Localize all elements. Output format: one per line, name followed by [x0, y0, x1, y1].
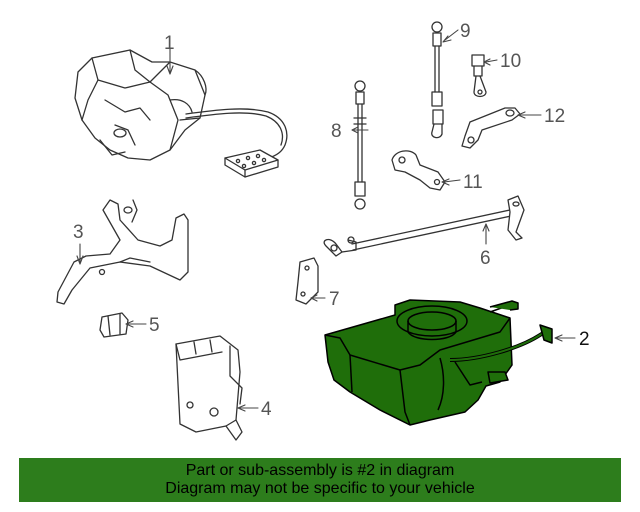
callout-9: 9: [460, 21, 471, 42]
leader-lines: [76, 29, 576, 412]
info-banner: Part or sub-assembly is #2 in diagram Di…: [19, 458, 621, 502]
callout-12: 12: [544, 106, 565, 127]
part-7-bracket: [295, 257, 319, 305]
callout-4: 4: [261, 399, 272, 420]
callout-5: 5: [149, 315, 160, 336]
callout-6: 6: [480, 248, 491, 269]
part-1-actuator: [74, 49, 288, 178]
callout-11: 11: [463, 172, 483, 193]
part-12-sensor-arm: [461, 107, 521, 149]
part-9-link-rod: [431, 21, 444, 139]
part-10-link: [471, 54, 487, 98]
part-4-module: [175, 335, 243, 441]
part-8-link-rod: [353, 80, 367, 210]
banner-line-2: Diagram may not be specific to your vehi…: [165, 480, 475, 497]
callout-7: 7: [329, 289, 340, 310]
part-11-bracket: [391, 150, 446, 191]
callout-10: 10: [500, 51, 521, 72]
banner-line-1: Part or sub-assembly is #2 in diagram: [185, 462, 455, 479]
part-5-clip: [99, 312, 129, 338]
callout-2: 2: [579, 329, 590, 350]
callout-labels: 1 2 3 4 5 6 7 8 9 10 11 12: [73, 21, 590, 420]
callout-1: 1: [164, 33, 175, 54]
part-2-reservoir: [324, 299, 553, 426]
part-6-rod: [323, 195, 525, 257]
callout-3: 3: [73, 222, 84, 243]
part-3-bracket: [56, 199, 189, 305]
callout-8: 8: [331, 121, 342, 142]
